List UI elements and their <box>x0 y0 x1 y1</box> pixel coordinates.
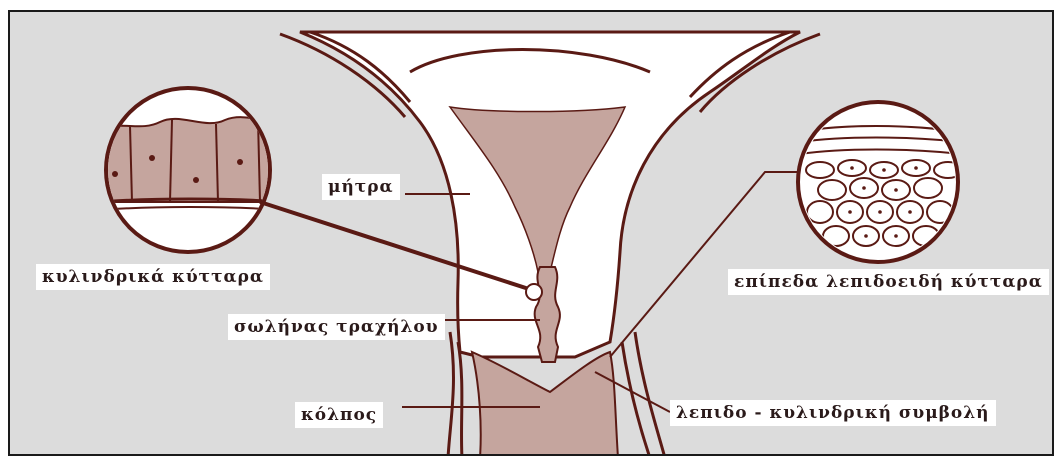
label-columnar-cells: κυλινδρικά κύτταρα <box>36 264 270 290</box>
leader-squamous <box>610 172 800 357</box>
label-junction: λεπιδο - κυλινδρική συμβολή <box>670 400 996 426</box>
diagram-frame: μήτρα κυλινδρικά κύτταρα επίπεδα λεπιδοε… <box>8 10 1054 456</box>
squamous-cells-magnifier <box>798 102 962 262</box>
label-uterus: μήτρα <box>322 174 400 200</box>
vagina-wall-left-outer <box>448 332 453 456</box>
vagina <box>472 352 618 456</box>
columnar-cells-magnifier <box>100 88 280 252</box>
cervix-diagram <box>10 12 1054 456</box>
label-cervical-canal: σωλήνας τραχήλου <box>228 314 445 340</box>
label-squamous-cells: επίπεδα λεπιδοειδή κύτταρα <box>728 269 1049 295</box>
cervical-canal <box>535 267 560 362</box>
vagina-wall-left <box>458 342 462 456</box>
leader-columnar-end <box>526 284 542 300</box>
vagina-wall-right-outer <box>635 332 665 456</box>
label-vagina: κόλπος <box>295 402 383 428</box>
